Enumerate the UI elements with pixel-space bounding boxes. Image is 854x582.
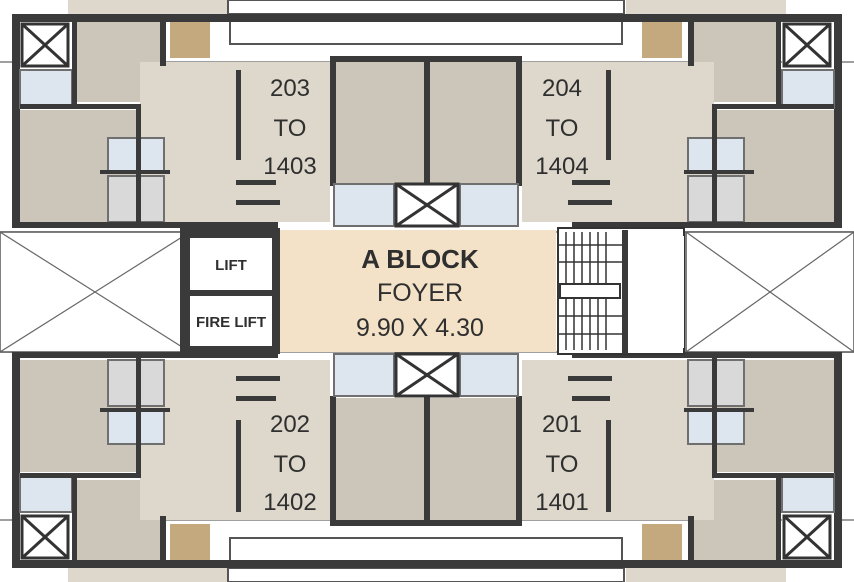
unit-to: TO <box>546 115 579 142</box>
unit-to: TO <box>274 451 307 478</box>
unit-end: 1404 <box>535 153 588 180</box>
lift-shaft <box>190 238 272 290</box>
unit-to: TO <box>274 115 307 142</box>
unit-start: 204 <box>542 75 582 102</box>
foyer-block-label: A BLOCK <box>361 244 479 274</box>
core: LIFT FIRE LIFT A BLOCK FOYER 9.90 X 4.30 <box>180 227 685 355</box>
unit-label-203-1403: 203 TO 1403 <box>263 75 316 180</box>
staircase <box>557 227 685 355</box>
unit-start: 201 <box>542 411 582 438</box>
duct-top-right <box>782 22 832 68</box>
top-wing <box>12 0 842 228</box>
unit-start: 202 <box>270 411 310 438</box>
duct-bottom-left <box>20 514 70 560</box>
open-deck-right <box>685 231 854 353</box>
unit-start: 203 <box>270 75 310 102</box>
lift-label: LIFT <box>215 257 247 274</box>
unit-label-202-1402: 202 TO 1402 <box>263 411 316 516</box>
duct-top-left <box>20 22 70 68</box>
duct-top-center <box>394 182 460 228</box>
duct-bottom-center <box>394 352 460 398</box>
unit-label-201-1401: 201 TO 1401 <box>535 411 588 516</box>
foyer-name-label: FOYER <box>377 279 463 307</box>
unit-to: TO <box>546 451 579 478</box>
fire-lift-shaft <box>190 296 272 346</box>
unit-end: 1401 <box>535 489 588 516</box>
unit-label-204-1404: 204 TO 1404 <box>535 75 588 180</box>
unit-end: 1402 <box>263 489 316 516</box>
unit-end: 1403 <box>263 153 316 180</box>
foyer-area <box>280 230 556 352</box>
foyer-size-label: 9.90 X 4.30 <box>356 314 484 342</box>
open-deck-left <box>0 231 191 353</box>
fire-lift-label: FIRE LIFT <box>196 314 266 331</box>
bottom-wing <box>12 352 842 582</box>
duct-bottom-right <box>782 514 832 560</box>
